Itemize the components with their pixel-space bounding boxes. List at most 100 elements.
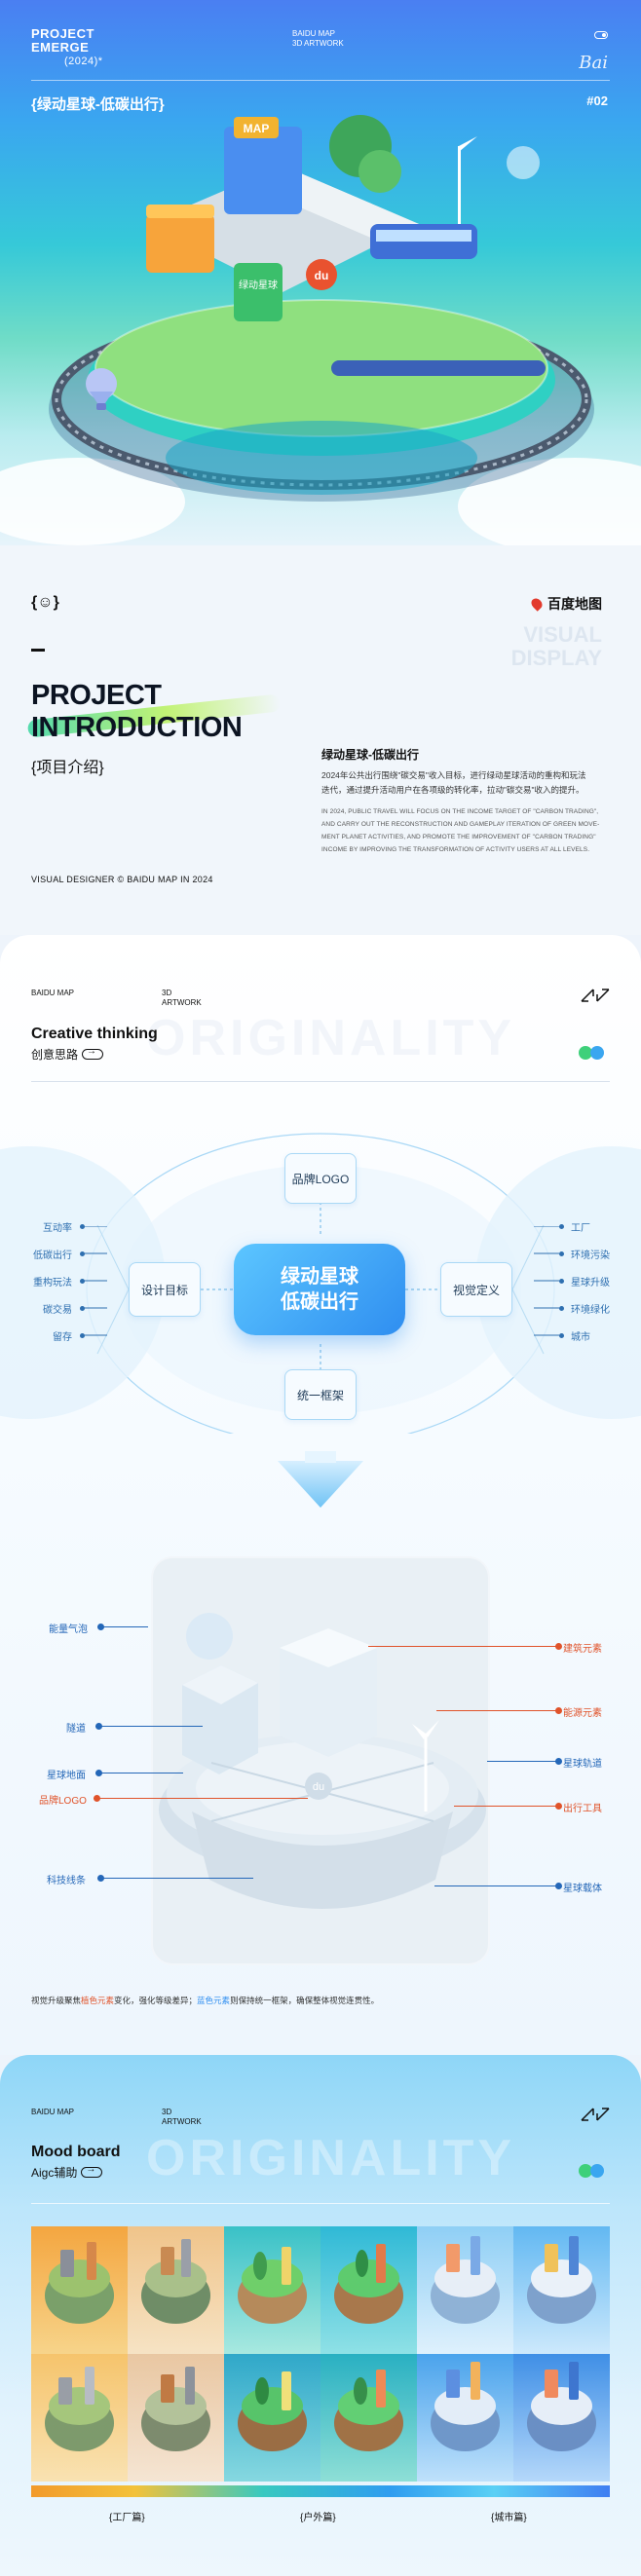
green-dot	[579, 1046, 592, 1060]
island-top	[434, 2387, 497, 2426]
island-top	[337, 2259, 400, 2298]
callout-label: 星球轨道	[563, 1759, 602, 1770]
mood-image-factory[interactable]	[31, 2354, 128, 2482]
brand-name: 百度地图	[547, 596, 602, 612]
callout-label: 能源元素	[563, 1708, 602, 1719]
tree-shape	[254, 2376, 269, 2406]
section-title: Mood board	[31, 2144, 121, 2160]
building-shape	[160, 2246, 174, 2275]
building-shape	[282, 2371, 292, 2410]
map-sign: MAP	[244, 122, 270, 135]
en-line: AND CARRY OUT THE RECONSTRUCTION AND GAM…	[321, 821, 600, 828]
city-illustration: MAP 绿动星球 du	[146, 115, 477, 321]
island-top	[144, 2259, 207, 2298]
building-shape	[569, 2361, 580, 2401]
expand-arrows-icon[interactable]	[581, 989, 610, 1002]
arrow-pill-icon[interactable]	[82, 1046, 104, 1060]
callout-label: 出行工具	[563, 1804, 602, 1814]
divider	[31, 80, 610, 81]
mood-image-outdoor[interactable]	[320, 2226, 417, 2354]
meta-line-1: BAIDU MAP	[292, 29, 336, 38]
building-shape	[544, 2244, 558, 2273]
en-line: IN 2024, PUBLIC TRAVEL WILL FOCUS ON THE…	[321, 808, 599, 815]
callout-dot	[555, 1643, 562, 1650]
callout-right: 星球轨道	[487, 1755, 602, 1770]
leaf-left: 低碳出行	[33, 1251, 72, 1261]
callout-line	[487, 1761, 559, 1762]
meta-line-1: 3D	[162, 2108, 172, 2116]
leaf-connectors-left	[84, 1226, 107, 1336]
device-frame: du	[151, 1556, 490, 1965]
callout-left: 星球地面	[47, 1767, 183, 1781]
section-subtitle: Aigc辅助	[31, 2164, 103, 2181]
node-visual-definition: 视觉定义	[440, 1262, 512, 1317]
project-emerge-label: PROJECT EMERGE (2024)*	[31, 27, 103, 68]
callout-label: 星球地面	[47, 1771, 86, 1781]
meta-line-2: ARTWORK	[162, 998, 202, 1007]
mood-image-city[interactable]	[417, 2226, 513, 2354]
mood-image-outdoor[interactable]	[224, 2354, 320, 2482]
hero-meta: BAIDU MAP 3D ARTWORK	[292, 29, 344, 49]
callout-label: 科技线条	[47, 1876, 86, 1886]
intro-paragraph-cn: 2024年公共出行围绕"碳交易"收入目标，进行绿动星球活动的重构和玩法 迭代，通…	[321, 768, 614, 798]
leaf-left: 碳交易	[43, 1305, 72, 1316]
building-shape	[445, 2244, 460, 2273]
mood-image-outdoor[interactable]	[320, 2354, 417, 2482]
mood-image-factory[interactable]	[128, 2354, 224, 2482]
cn-line: 2024年公共出行围绕"碳交易"收入目标，进行绿动星球活动的重构和玩法	[321, 770, 586, 780]
toggle-icon[interactable]	[594, 31, 608, 39]
watermark-line-1: VISUAL	[523, 622, 602, 647]
signature: Bai	[579, 53, 608, 73]
mind-map: 品牌LOGO 设计目标 视觉定义 统一框架 绿动星球 低碳出行 互动率 低碳出行…	[0, 1083, 641, 1434]
intro-paragraph-en: IN 2024, PUBLIC TRAVEL WILL FOCUS ON THE…	[321, 805, 614, 856]
en-line: INCOME BY IMPROVING THE TRANSFORMATION O…	[321, 846, 590, 853]
subtitle-text: Aigc辅助	[31, 2166, 78, 2180]
intro-title: PROJECT INTRODUCTION	[31, 680, 243, 744]
callout-dot	[555, 1707, 562, 1714]
divider	[31, 1081, 610, 1082]
cloud-decoration	[0, 458, 185, 545]
intro-title-cn: {项目介绍}	[31, 760, 104, 776]
section-subtitle: 创意思路	[31, 1046, 104, 1063]
callout-line	[368, 1646, 559, 1647]
callout-label: 品牌LOGO	[39, 1796, 87, 1807]
leaf-right: 城市	[571, 1332, 590, 1343]
leaf-right: 工厂	[571, 1223, 590, 1234]
building-shape	[471, 2361, 481, 2401]
color-dots	[579, 2164, 610, 2178]
building-shape	[57, 2376, 72, 2406]
intro-heading: 绿动星球-低碳出行	[321, 748, 419, 762]
section-meta: 3D ARTWORK	[162, 2108, 202, 2127]
building-shape	[282, 2246, 292, 2286]
callout-label: 建筑元素	[563, 1644, 602, 1655]
mood-image-outdoor[interactable]	[224, 2226, 320, 2354]
mood-image-factory[interactable]	[31, 2226, 128, 2354]
brand-line-1: PROJECT	[31, 26, 94, 41]
brand-line-2: EMERGE	[31, 40, 90, 55]
down-arrow-icon	[278, 1451, 363, 1508]
mood-image-city[interactable]	[513, 2226, 610, 2354]
arrow-pill-icon[interactable]	[81, 2164, 103, 2178]
mood-image-factory[interactable]	[128, 2226, 224, 2354]
mood-image-city[interactable]	[417, 2354, 513, 2482]
leaf-dot	[559, 1279, 564, 1284]
callout-left: 能量气泡	[49, 1621, 148, 1635]
smiley-icon: {☺}	[31, 594, 59, 611]
callout-line	[434, 1885, 559, 1886]
hero-number: #02	[586, 93, 608, 108]
center-node: 绿动星球 低碳出行	[234, 1244, 405, 1335]
leaf-dot	[559, 1251, 564, 1256]
hero-title: {绿动星球-低碳出行}	[31, 96, 165, 113]
expand-arrows-icon[interactable]	[581, 2108, 610, 2121]
island-top	[434, 2259, 497, 2298]
hot-air-balloon-icon	[86, 368, 117, 410]
blue-dot	[590, 1046, 604, 1060]
node-design-goal: 设计目标	[129, 1262, 201, 1317]
callout-line	[97, 1878, 253, 1879]
mood-image-city[interactable]	[513, 2354, 610, 2482]
tree-shape	[252, 2252, 267, 2280]
island-top	[337, 2387, 400, 2426]
store-sign: 绿动星球	[239, 279, 278, 291]
originality-watermark: ORIGINALITY	[146, 1010, 516, 1066]
section-label: BAIDU MAP	[31, 2108, 75, 2116]
